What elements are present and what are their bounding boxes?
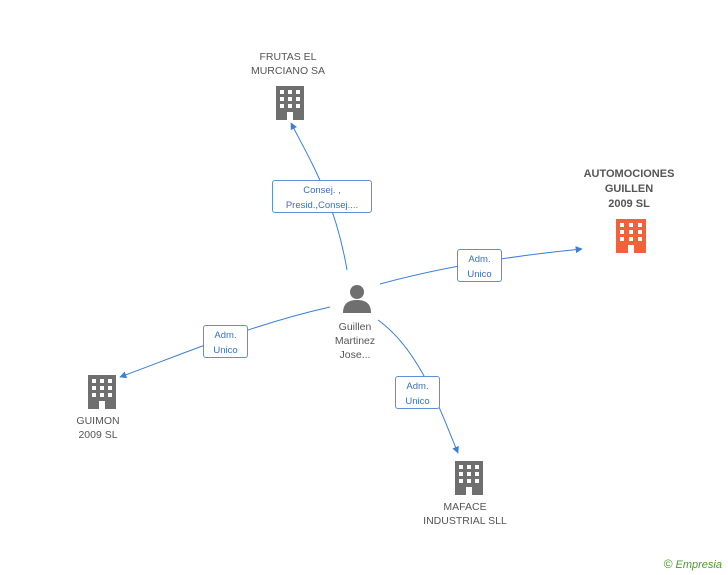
edge-label-automociones-line1: Adm. (468, 254, 491, 265)
edge-label-guimon-line1: Adm. (214, 330, 237, 341)
edge-label-automociones-line2: Unico (467, 269, 492, 280)
edge-label-frutas-line1: Consej. , (303, 185, 341, 196)
building-icon-automociones (616, 219, 646, 253)
node-label-guimon[interactable]: GUIMON 2009 SL (76, 415, 120, 441)
brand-footer: ©Empresia (664, 557, 722, 571)
node-label-automociones[interactable]: AUTOMOCIONES GUILLEN 2009 SL (583, 168, 675, 210)
person-icon (343, 285, 371, 313)
node-label-person[interactable]: Guillen Martinez Jose... (334, 321, 376, 361)
node-label-maface[interactable]: MAFACE INDUSTRIAL SLL (423, 501, 507, 527)
building-icon-guimon (88, 375, 116, 409)
building-icon-maface (455, 461, 483, 495)
node-label-frutas[interactable]: FRUTAS EL MURCIANO SA (250, 51, 326, 77)
edge-label-guimon: Adm. Unico (203, 325, 248, 358)
edge-label-maface: Adm. Unico (395, 376, 440, 409)
edge-label-maface-line2: Unico (405, 396, 430, 407)
edge-label-automociones: Adm. Unico (457, 249, 502, 282)
edge-label-frutas: Consej. , Presid.,Consej.... (272, 180, 372, 213)
edge-label-guimon-line2: Unico (213, 345, 238, 356)
edge-label-maface-line1: Adm. (406, 381, 429, 392)
brand-name: Empresia (675, 559, 722, 571)
building-icon-frutas (276, 86, 304, 120)
edge-label-frutas-line2: Presid.,Consej.... (285, 200, 359, 211)
copyright-symbol: © (663, 557, 673, 571)
